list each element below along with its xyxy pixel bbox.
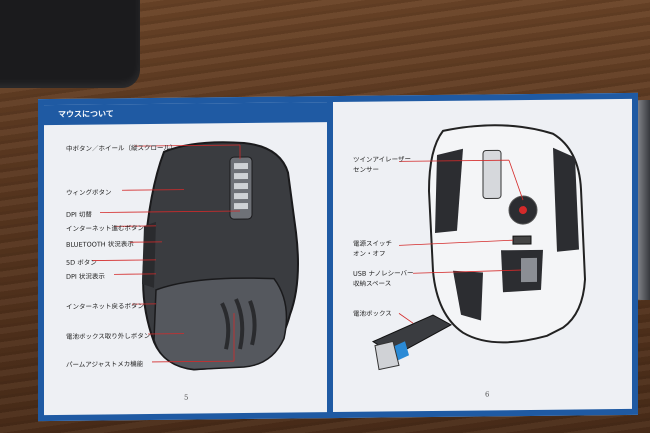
- label-dpi-status: DPI 状況表示: [66, 272, 105, 281]
- black-object-top-left: [0, 0, 140, 88]
- label-5d-button: 5D ボタン: [66, 258, 97, 267]
- label-middle-button: 中ボタン／ホイール（縦スクロール）: [66, 143, 177, 153]
- mouse-top-view-illustration: [92, 141, 299, 371]
- label-wing-button: ウィングボタン: [66, 188, 112, 197]
- label-power-switch: 電源スイッチ オン・オフ: [353, 239, 392, 258]
- label-battery-release: 電池ボックス取り外しボタン: [66, 331, 151, 341]
- label-internet-forward: インターネット進むボタン: [66, 224, 144, 233]
- label-dpi-switch: DPI 切替: [66, 210, 92, 219]
- page-number-right: 6: [485, 390, 490, 399]
- page-number-left: 5: [184, 393, 189, 402]
- label-palm-adjust: パームアジャストメカ機能: [66, 360, 144, 369]
- label-usb-receiver-storage: USB ナノレシーバー 収納スペース: [353, 269, 414, 288]
- label-battery-box: 電池ボックス: [353, 309, 392, 318]
- mouse-bottom-view-illustration: [371, 124, 587, 371]
- left-page: マウスについて: [38, 96, 330, 422]
- manual-booklet: マウスについて: [38, 92, 638, 422]
- label-bluetooth-status: BLUETOOTH 状況表示: [66, 240, 134, 249]
- label-twin-eye-sensor: ツインアイレーザー センサー: [353, 155, 412, 174]
- right-page: ツインアイレーザー センサー 電源スイッチ オン・オフ USB ナノレシーバー …: [330, 92, 638, 419]
- label-internet-back: インターネット戻るボタン: [66, 302, 144, 311]
